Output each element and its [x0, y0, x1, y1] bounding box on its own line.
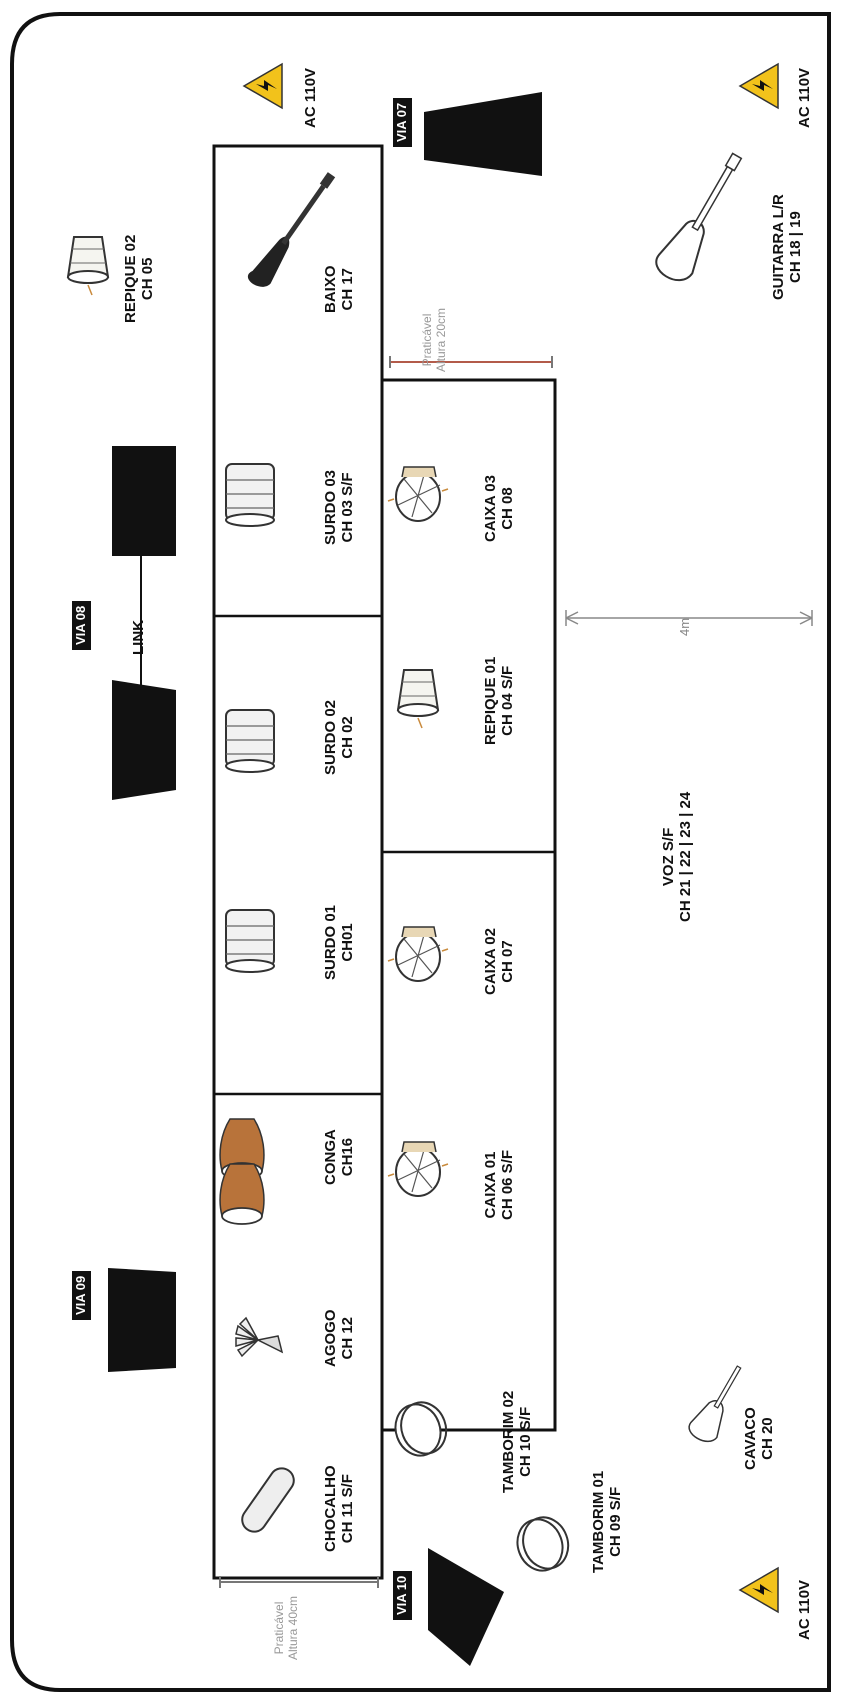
snare-drum-icon	[388, 927, 448, 981]
snare-drum-icon	[388, 1142, 448, 1196]
repique-drum-icon	[398, 670, 438, 728]
monitor-wedge-icon	[428, 1548, 504, 1666]
via-10-label: VIA 10	[393, 1571, 412, 1620]
platform-front	[382, 380, 555, 1430]
monitor-wedge-icon	[112, 680, 176, 800]
shaker-icon	[238, 1464, 299, 1537]
power-label-top-left: AC 110V	[302, 68, 319, 128]
link-label: LINK	[130, 620, 147, 655]
platform-back	[214, 146, 382, 1578]
warning-icon	[740, 1568, 778, 1612]
repique-drum-icon	[68, 237, 108, 295]
via-09-label: VIA 09	[72, 1271, 91, 1320]
agogo-bell-icon	[236, 1318, 282, 1356]
platform-note-top: Praticável Altura 20cm	[420, 308, 449, 372]
monitor-wedge-icon	[108, 1268, 176, 1372]
monitor-wedge-icon	[424, 92, 542, 176]
distance-label: 4m	[678, 618, 693, 636]
platform-note-bottom: Praticável Altura 40cm	[272, 1596, 301, 1660]
tamborim-icon	[510, 1511, 575, 1577]
surdo-drum-icon	[226, 710, 274, 772]
snare-drum-icon	[388, 467, 448, 521]
surdo-drum-icon	[226, 464, 274, 526]
via-07-label: VIA 07	[393, 98, 412, 147]
power-label-top-right: AC 110V	[796, 68, 813, 128]
conga-drum-icon	[220, 1164, 264, 1224]
electric-guitar-icon	[651, 147, 754, 287]
surdo-drum-icon	[226, 910, 274, 972]
warning-icon	[244, 64, 282, 108]
power-label-bottom-right: AC 110V	[796, 1580, 813, 1640]
warning-icon	[740, 64, 778, 108]
monitor-wedge-icon	[112, 446, 176, 556]
via-08-label: VIA 08	[72, 601, 91, 650]
